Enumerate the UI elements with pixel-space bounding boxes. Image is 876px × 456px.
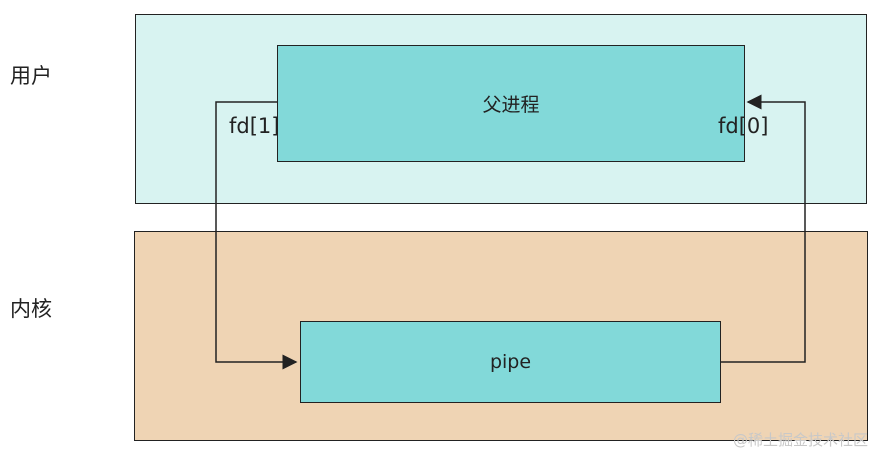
pipe-label: pipe xyxy=(489,351,532,373)
kernel-space-label: 内核 xyxy=(10,297,52,321)
watermark: @稀土掘金技术社区 xyxy=(732,431,868,449)
user-space-label: 用户 xyxy=(10,64,52,88)
pipe-node: pipe xyxy=(300,321,721,403)
fd-read-label: fd[0] xyxy=(718,114,769,138)
fd-write-label: fd[1] xyxy=(229,114,280,138)
parent-process-node: 父进程 xyxy=(277,45,745,162)
parent-process-label: 父进程 xyxy=(482,94,540,116)
